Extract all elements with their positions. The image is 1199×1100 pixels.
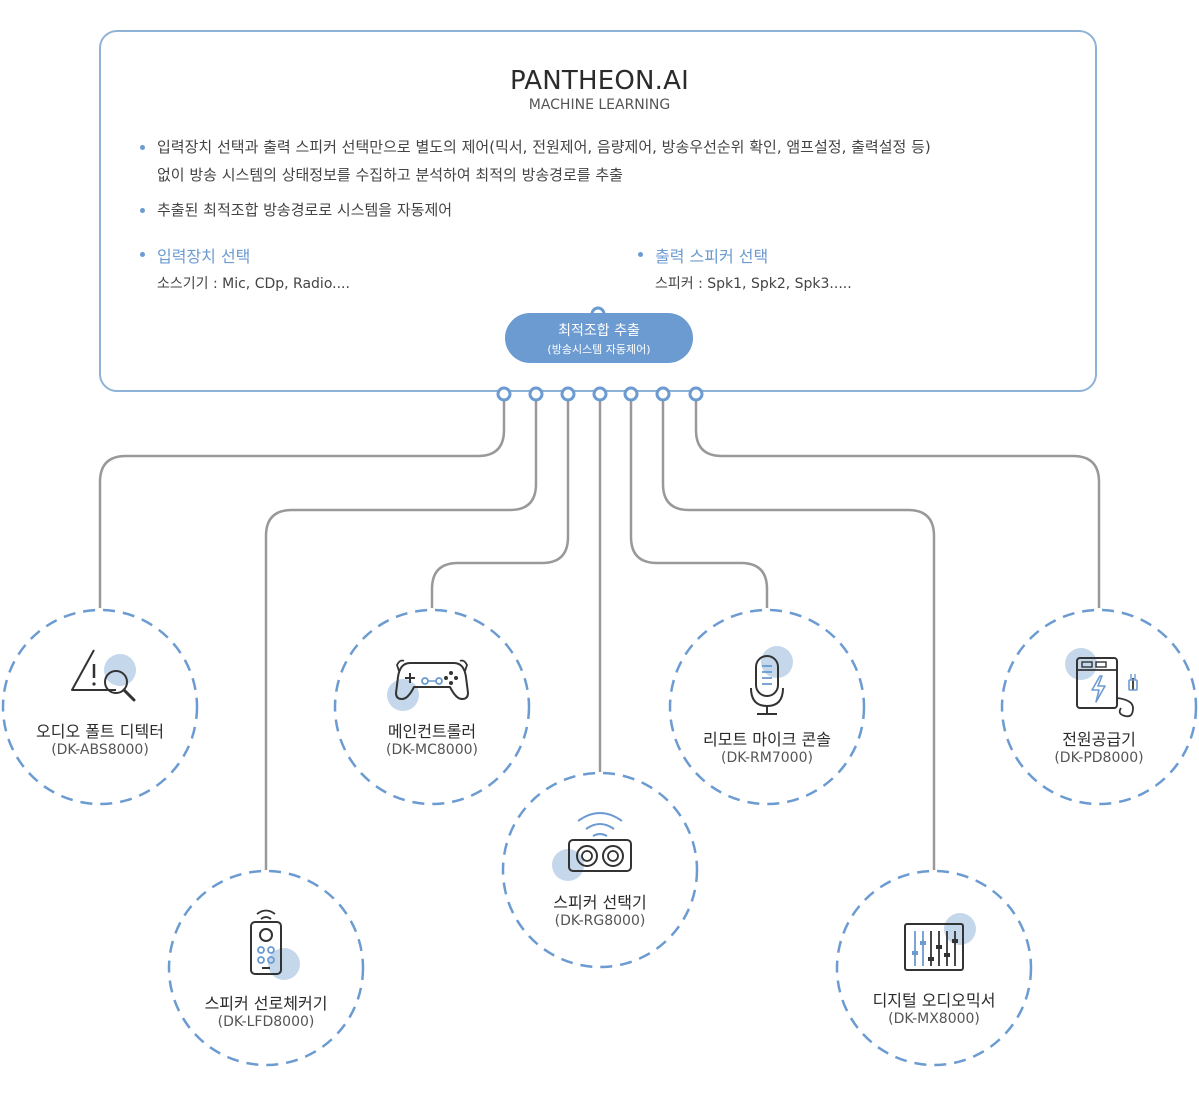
device-circle-main-controller: [333, 608, 531, 806]
bullet-dot: [140, 208, 145, 213]
power-supply-icon: [1065, 648, 1138, 718]
device-label-remote-mic: 리모트 마이크 콘솔: [703, 730, 831, 749]
port: [528, 386, 544, 402]
input-selection-title: 입력장치 선택: [140, 243, 251, 267]
device-model-mixer: (DK-MX8000): [888, 1011, 980, 1027]
connector-lines: [98, 394, 1101, 870]
connector-line-mixer: [661, 394, 936, 870]
device-model-remote-mic: (DK-RM7000): [721, 750, 813, 766]
device-label-power-supply: 전원공급기: [1062, 730, 1136, 749]
connector-line-line-checker: [264, 394, 538, 870]
device-model-power-supply: (DK-PD8000): [1054, 750, 1144, 766]
bullet-item-1: 입력장치 선택과 출력 스피커 선택만으로 별도의 제어(믹서, 전원제어, 음…: [140, 133, 1057, 189]
port: [560, 386, 576, 402]
device-model-line-checker: (DK-LFD8000): [217, 1014, 315, 1030]
speaker-selector-icon: [552, 812, 632, 881]
connector-ports: [496, 386, 704, 402]
connector-line-audio-fault: [98, 394, 506, 608]
bullet-dot: [638, 252, 643, 257]
input-selection-desc: 소스기기 : Mic, CDp, Radio....: [157, 276, 350, 292]
device-model-speaker-selector: (DK-RG8000): [554, 913, 646, 929]
page-subtitle: MACHINE LEARNING: [528, 97, 671, 113]
port: [592, 386, 608, 402]
input-selection-title-text: 입력장치 선택: [157, 247, 251, 266]
connector-line-power-supply: [694, 394, 1101, 608]
device-circle-mixer: [835, 869, 1033, 1067]
output-selection-title-text: 출력 스피커 선택: [655, 247, 769, 266]
pill-line-1: 최적조합 추출: [558, 323, 640, 339]
gamepad-icon: [387, 659, 469, 711]
device-label-speaker-selector: 스피커 선택기: [553, 893, 647, 912]
port: [496, 386, 512, 402]
device-label-line-checker: 스피커 선로체커기: [204, 994, 328, 1013]
pill-line-2: (방송시스템 자동제어): [547, 343, 651, 356]
output-selection-title: 출력 스피커 선택: [638, 243, 769, 267]
port: [623, 386, 639, 402]
warning-search-icon: [71, 649, 136, 702]
port: [688, 386, 704, 402]
connector-line-main-controller: [430, 394, 570, 608]
bullet-dot: [140, 145, 145, 150]
device-model-audio-fault: (DK-ABS8000): [51, 742, 149, 758]
device-label-audio-fault: 오디오 폴트 디텍터: [36, 722, 164, 741]
bullet-text-1a: 입력장치 선택과 출력 스피커 선택만으로 별도의 제어(믹서, 전원제어, 음…: [157, 138, 931, 156]
device-model-main-controller: (DK-MC8000): [386, 742, 478, 758]
remote-control-icon: [250, 909, 300, 980]
microphone-icon: [750, 646, 793, 715]
device-label-main-controller: 메인컨트롤러: [387, 722, 477, 741]
bullet-dot: [140, 252, 145, 257]
output-selection-desc: 스피커 : Spk1, Spk2, Spk3.....: [655, 276, 852, 292]
port: [655, 386, 671, 402]
page-title: PANTHEON.AI: [510, 66, 689, 96]
device-circles: [1, 608, 1198, 1067]
connector-line-remote-mic: [629, 394, 769, 608]
optimal-extract-pill: 최적조합 추출 (방송시스템 자동제어): [505, 313, 693, 363]
bullet-text-2: 추출된 최적조합 방송경로로 시스템을 자동제어: [157, 201, 453, 219]
mixer-icon: [904, 913, 976, 971]
device-circle-audio-fault: [1, 608, 199, 806]
bullet-item-2: 추출된 최적조합 방송경로로 시스템을 자동제어: [140, 196, 453, 224]
device-label-mixer: 디지털 오디오믹서: [872, 991, 996, 1010]
bullet-text-1b: 없이 방송 시스템의 상태정보를 수집하고 분석하여 최적의 방송경로를 추출: [157, 166, 623, 184]
